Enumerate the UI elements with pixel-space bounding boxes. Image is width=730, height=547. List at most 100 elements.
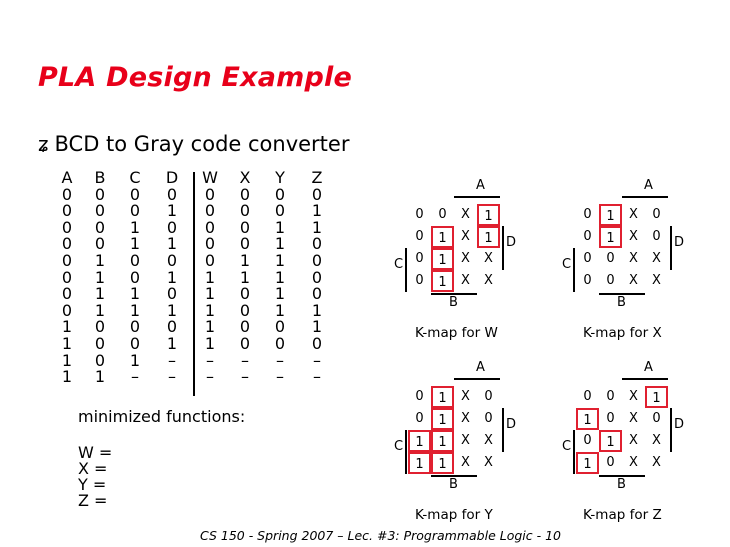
equation-z: Z =	[78, 491, 108, 510]
truth-cell: –	[313, 350, 321, 370]
truth-cell: 0	[311, 267, 323, 287]
truth-cell: 1	[61, 333, 73, 353]
truth-cell: 0	[61, 217, 73, 237]
kmap-cell: 0	[583, 433, 592, 448]
truth-cell: 1	[129, 234, 141, 254]
kmap-bar-d	[502, 408, 504, 452]
table-divider	[193, 172, 195, 396]
truth-cell: 1	[129, 284, 141, 304]
equation-y: Y =	[78, 475, 107, 494]
kmap-cell: X	[652, 251, 661, 266]
kmap-caption: K-map for W	[415, 325, 498, 341]
truth-cell: –	[168, 367, 176, 387]
truth-cell: 0	[129, 267, 141, 287]
truth-cell: 0	[239, 333, 251, 353]
kmap-cell: 0	[652, 229, 661, 244]
truth-header-d: D	[165, 168, 179, 187]
truth-cell: 1	[274, 217, 286, 237]
truth-cell: 0	[239, 284, 251, 304]
kmap-bar-b	[599, 475, 645, 477]
truth-cell: 0	[94, 350, 106, 370]
truth-cell: 0	[129, 184, 141, 204]
kmap-cell: X	[461, 207, 470, 222]
kmap-cell: X	[629, 251, 638, 266]
kmap-cell: X	[629, 455, 638, 470]
truth-cell: –	[206, 350, 214, 370]
kmap-bar-d	[670, 226, 672, 270]
kmap-cell: 0	[415, 251, 424, 266]
kmap-label-d: D	[674, 235, 685, 250]
kmap-cell: 0	[606, 273, 615, 288]
kmap-cell: 0	[484, 389, 493, 404]
kmap-cell: 1	[576, 408, 599, 430]
kmap-cell: 1	[431, 248, 454, 270]
truth-cell: 1	[94, 367, 106, 387]
kmap-cell: X	[461, 411, 470, 426]
kmap-label-b: B	[449, 477, 458, 492]
equation-w: W =	[78, 443, 113, 462]
slide-title: PLA Design Example	[38, 62, 352, 93]
kmap-cell: 0	[652, 411, 661, 426]
kmap-label-a: A	[476, 178, 485, 193]
truth-cell: 0	[204, 201, 216, 221]
truth-cell: 0	[94, 234, 106, 254]
truth-cell: 0	[239, 184, 251, 204]
truth-cell: –	[276, 367, 284, 387]
kmap-bar-a	[622, 378, 668, 380]
truth-cell: 1	[274, 234, 286, 254]
equation-x: X =	[78, 459, 108, 478]
truth-cell: 0	[166, 284, 178, 304]
truth-cell: 1	[311, 217, 323, 237]
kmap-cell: 0	[583, 389, 592, 404]
kmap-cell: X	[629, 207, 638, 222]
kmap-cell: X	[652, 455, 661, 470]
truth-cell: 1	[94, 250, 106, 270]
truth-cell: 0	[239, 234, 251, 254]
truth-cell: 0	[311, 184, 323, 204]
kmap-label-d: D	[506, 417, 517, 432]
kmap-bar-c	[573, 430, 575, 474]
truth-cell: 0	[61, 250, 73, 270]
truth-cell: 0	[61, 201, 73, 221]
kmap-cell: 1	[431, 226, 454, 248]
truth-cell: 0	[166, 250, 178, 270]
truth-cell: 1	[239, 267, 251, 287]
kmap-cell: 0	[583, 229, 592, 244]
kmap-cell: 1	[431, 430, 454, 452]
kmap-label-a: A	[644, 360, 653, 375]
kmap-bar-c	[405, 430, 407, 474]
kmap-cell: X	[461, 273, 470, 288]
truth-cell: 1	[129, 350, 141, 370]
kmap-bar-c	[573, 248, 575, 292]
truth-cell: 0	[204, 250, 216, 270]
truth-cell: 1	[129, 300, 141, 320]
truth-cell: 0	[61, 184, 73, 204]
truth-cell: –	[313, 367, 321, 387]
truth-header-b: B	[94, 168, 106, 187]
kmap-cell: X	[461, 251, 470, 266]
kmap-cell: 1	[408, 430, 431, 452]
truth-cell: 1	[166, 333, 178, 353]
truth-cell: 1	[94, 267, 106, 287]
truth-cell: –	[241, 350, 249, 370]
kmap-cell: 1	[599, 226, 622, 248]
kmap-cell: X	[461, 389, 470, 404]
kmap-caption: K-map for X	[583, 325, 662, 341]
truth-cell: 1	[274, 284, 286, 304]
kmap-cell: 0	[652, 207, 661, 222]
truth-header-w: W	[202, 168, 218, 187]
